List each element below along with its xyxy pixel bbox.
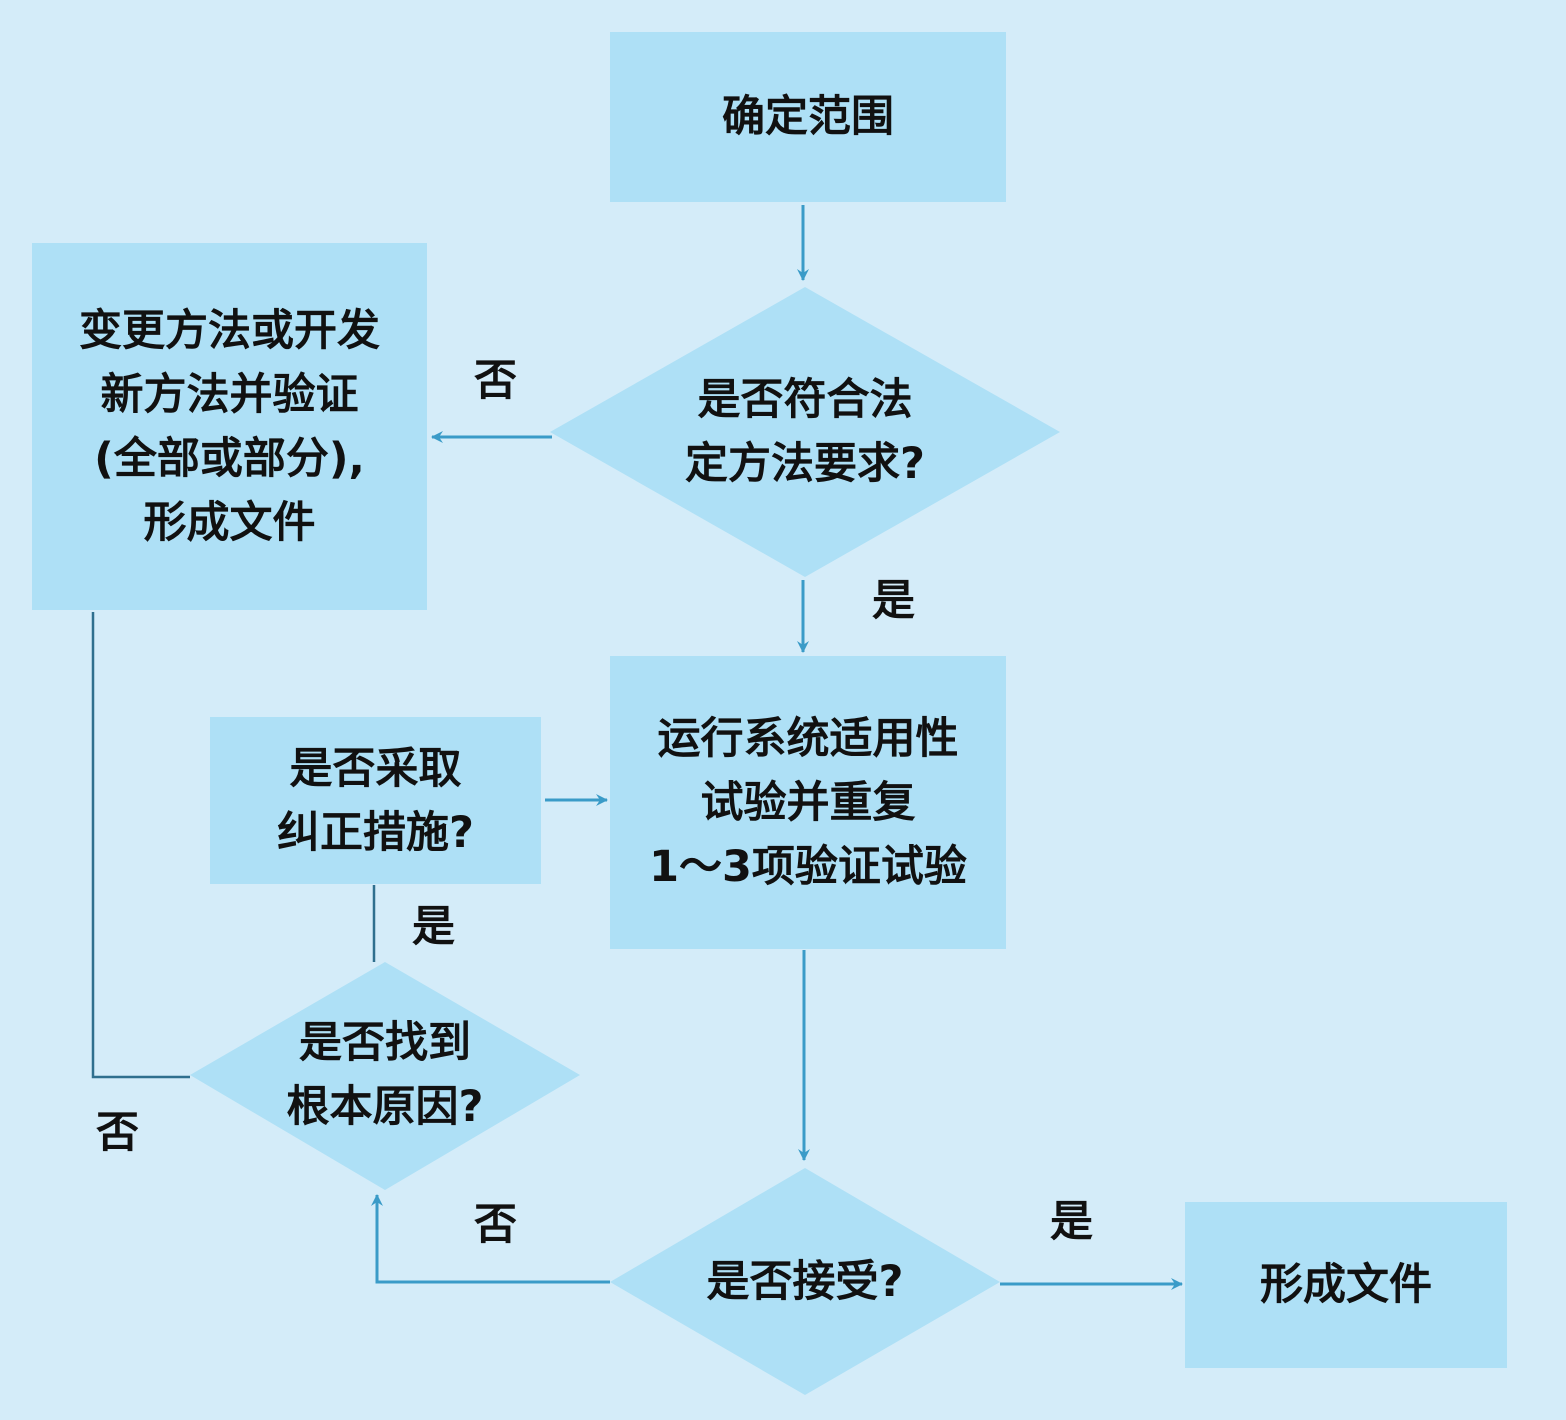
node-root-cause-label: 是否找到 根本原因? [286, 1018, 484, 1132]
node-change-method-label: 变更方法或开发 新方法并验证 (全部或部分), 形成文件 [79, 305, 380, 548]
node-scope-label: 确定范围 [722, 92, 894, 142]
node-legal-check-label: 是否符合法 定方法要求? [685, 375, 925, 489]
line-root-no-to-change [91, 612, 190, 1079]
label-accept-yes: 是 [1050, 1197, 1093, 1247]
node-corrective: 是否采取 纠正措施? [210, 717, 541, 884]
node-run-test-label: 运行系统适用性 试验并重复 1～3项验证试验 [649, 713, 967, 892]
node-corrective-label: 是否采取 纠正措施? [277, 743, 474, 858]
label-legal-no: 否 [474, 356, 517, 406]
label-accept-no: 否 [474, 1200, 517, 1250]
root-cause-diamond [190, 962, 580, 1190]
node-document: 形成文件 [1185, 1202, 1507, 1368]
node-scope: 确定范围 [610, 32, 1006, 202]
node-change-method: 变更方法或开发 新方法并验证 (全部或部分), 形成文件 [32, 243, 427, 610]
label-corrective-yes: 是 [412, 902, 455, 952]
accept-diamond [610, 1168, 1000, 1395]
label-legal-yes: 是 [872, 576, 915, 626]
legal-check-diamond [550, 287, 1060, 577]
arrow-accept-no [371, 1194, 610, 1284]
label-root-no: 否 [96, 1108, 139, 1158]
node-document-label: 形成文件 [1260, 1260, 1432, 1310]
node-accept-label: 是否接受? [706, 1257, 904, 1307]
node-run-test: 运行系统适用性 试验并重复 1～3项验证试验 [610, 656, 1006, 949]
